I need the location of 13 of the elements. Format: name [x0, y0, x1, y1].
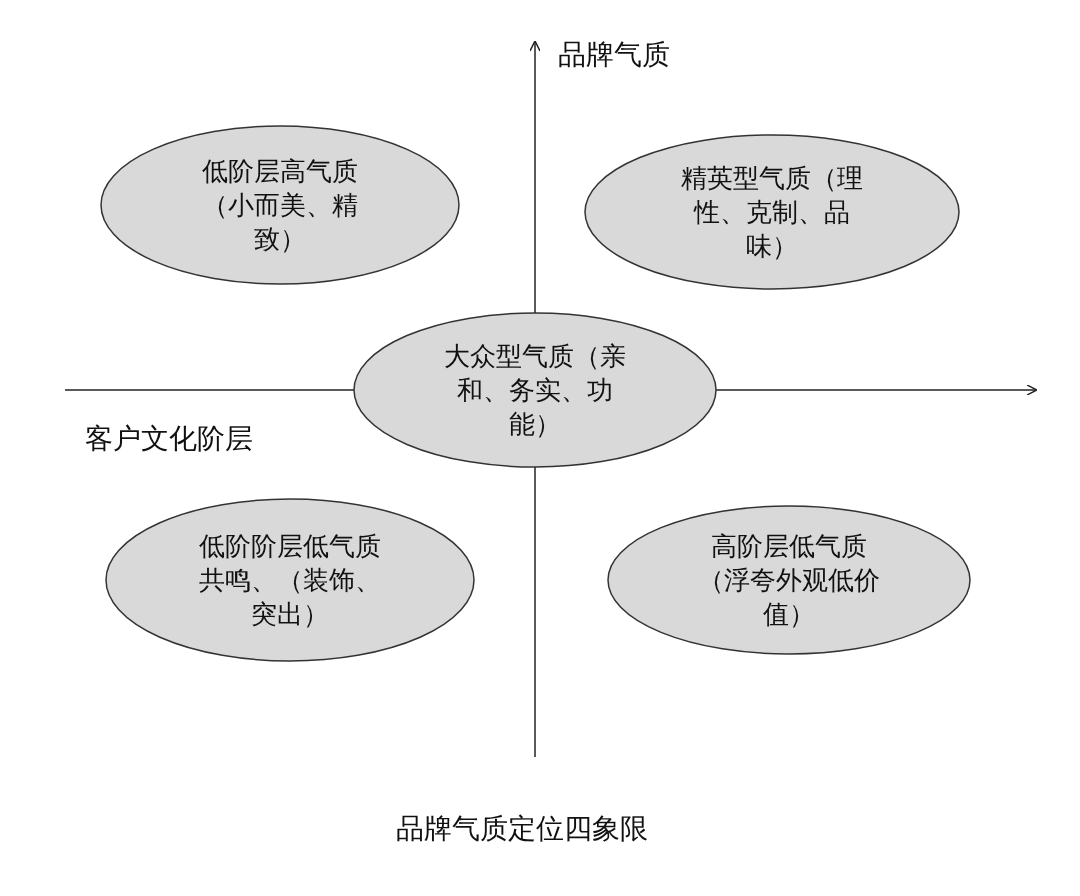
- node-text: 低阶阶层低气质共鸣、（装饰、突出）: [198, 530, 382, 631]
- node-text: 大众型气质（亲和、务实、功能）: [443, 340, 627, 441]
- axis-label: 品牌气质: [558, 37, 670, 73]
- ellipse-node: [353, 312, 717, 468]
- caption: 品牌气质定位四象限: [396, 811, 648, 847]
- node-text: 精英型气质（理性、克制、品味）: [680, 162, 864, 263]
- ellipse-node: [584, 134, 960, 290]
- node-text: 高阶层低气质（浮夸外观低价值）: [697, 530, 881, 631]
- axis-label: 客户文化阶层: [85, 421, 253, 457]
- ellipse-node: [607, 505, 971, 655]
- node-text: 低阶层高气质（小而美、精致）: [201, 155, 359, 256]
- ellipse-node: [100, 125, 460, 285]
- ellipse-node: [105, 498, 475, 662]
